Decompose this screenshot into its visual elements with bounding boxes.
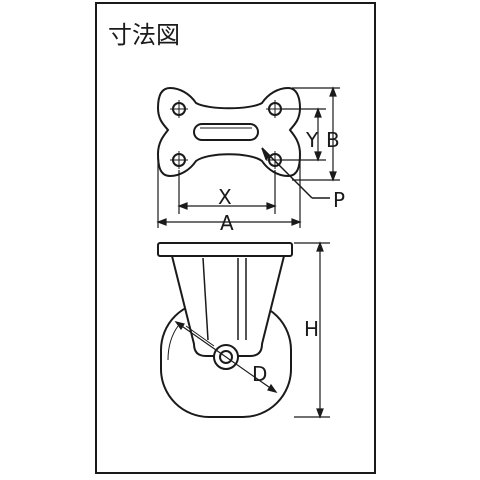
p-leader: [261, 147, 330, 199]
fork-bracket: [170, 255, 286, 357]
label-p: P: [333, 188, 345, 212]
label-y: Y: [305, 128, 319, 152]
dimension-x: [177, 170, 277, 214]
dimension-h: [294, 241, 330, 419]
dimension-b: [292, 86, 340, 182]
top-plate: [157, 242, 293, 257]
diagram-title: 寸法図: [108, 21, 180, 49]
label-a: A: [220, 211, 234, 235]
label-x: X: [218, 185, 232, 209]
dimension-d: [174, 321, 278, 393]
dimension-a: [156, 150, 302, 228]
label-b: B: [326, 128, 340, 152]
center-slot: [193, 123, 259, 141]
label-d: D: [252, 362, 267, 386]
label-h: H: [304, 317, 319, 341]
dimension-y: [282, 107, 326, 162]
